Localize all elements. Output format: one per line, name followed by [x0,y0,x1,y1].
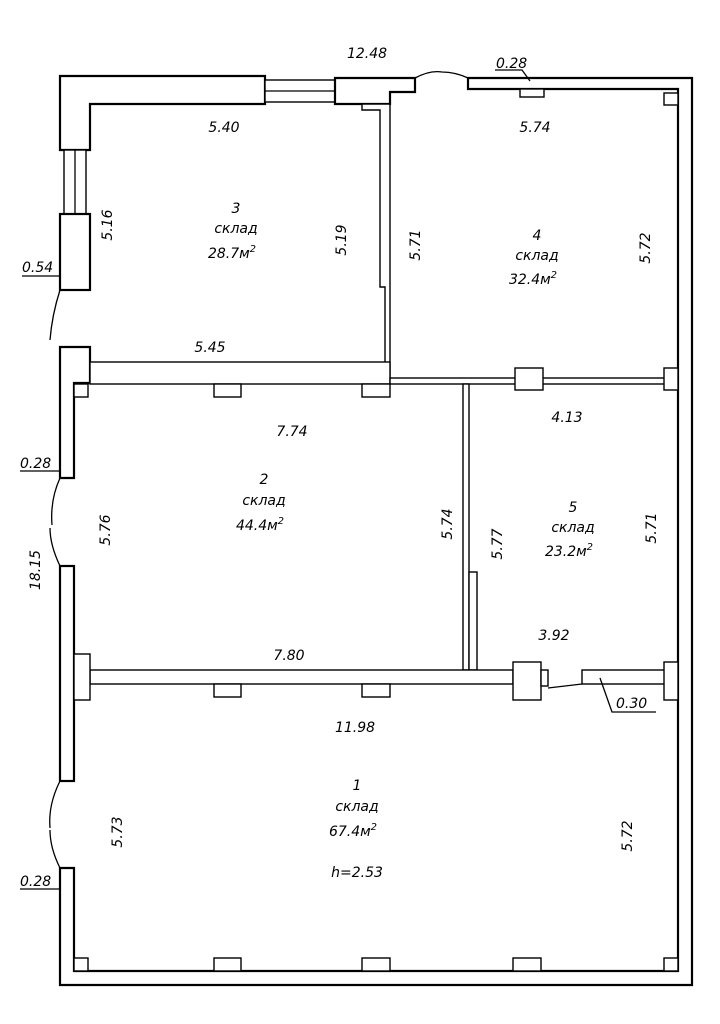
leader-0-30 [599,677,656,713]
niche [361,683,391,698]
room-5-area: 23.2м2 [545,542,593,560]
dim-r1-top: 11.98 [335,720,375,736]
dim-r2-right: 5.74 [440,508,456,539]
niche [213,683,242,698]
niche [663,957,679,972]
room-4-number: 4 [533,228,542,244]
door-arc-mid [547,683,583,689]
door-arc-left-4 [49,780,61,829]
partition-3-2 [89,361,391,385]
column [663,661,679,701]
column [512,661,542,701]
partition-2-5 [462,383,470,671]
column [73,653,91,701]
dim-r4-right: 5.72 [638,232,654,263]
dim-r4-left: 5.71 [408,229,424,260]
dim-r3-bottom: 5.45 [194,340,225,356]
outer-wall-top-mid [333,76,417,106]
dim-r2-top: 7.74 [276,424,307,440]
dim-overall-left: 18.15 [28,550,44,590]
outer-wall-left-mid [58,345,92,480]
room-1-height: h=2.53 [331,865,383,881]
partition-2-1 [89,669,514,685]
room-3-number: 3 [232,201,241,217]
dim-wall-left-mid: 0.28 [20,456,51,472]
dim-wall-top-right: 0.28 [496,56,527,72]
room-1-type: склад [335,799,378,815]
dim-r2-bottom: 7.80 [273,648,304,664]
dim-r3-top: 5.40 [208,120,239,136]
dim-r5-right: 5.71 [644,512,660,543]
door-arc-left-3 [49,527,61,567]
door-arc-left-2 [51,477,61,526]
dim-r5-top: 4.13 [551,410,582,426]
niche [73,383,89,398]
outer-wall-left-long [58,564,76,783]
dim-wall-left-top: 0.54 [22,260,53,276]
room-1-area: 67.4м2 [329,822,377,840]
outer-wall-left-upper [58,212,92,292]
room-2-type: склад [242,493,285,509]
column [540,669,549,687]
niche [361,957,391,972]
door-arc-top [414,70,469,79]
dim-r4-top: 5.74 [519,120,550,136]
room-4-type: склад [515,248,558,264]
door-arc-left-1 [49,289,61,341]
door-arc-left-5 [49,829,61,869]
niche [361,383,391,398]
dim-r5-left: 5.77 [490,528,506,559]
niche [512,957,542,972]
column [514,367,544,391]
room-5-number: 5 [569,500,578,516]
dim-overall-top: 12.48 [347,46,387,62]
dim-r5-bottom: 3.92 [538,628,569,644]
room-1-number: 1 [353,778,362,794]
niche [213,957,242,972]
niche [519,88,545,98]
niche [213,383,242,398]
room-4-area: 32.4м2 [509,270,557,288]
dim-partition: 0.30 [616,696,647,712]
dim-r3-right: 5.19 [334,224,350,255]
room-3-area: 28.7м2 [208,244,256,262]
dim-r1-right: 5.72 [620,820,636,851]
dim-r3-left: 5.16 [100,209,116,240]
leader-0-28-top [495,69,531,82]
partition-3-4 [361,103,391,379]
room-2-number: 2 [260,472,269,488]
room-2-area: 44.4м2 [236,516,284,534]
dim-r1-left: 5.73 [110,816,126,847]
room-3-type: склад [214,221,257,237]
niche [73,957,89,972]
column [663,92,679,106]
outer-wall-top-left [58,74,267,152]
column [663,367,679,391]
room-5-type: склад [551,520,594,536]
partition-2-5-inner [468,571,478,671]
dim-wall-left-bottom: 0.28 [20,874,51,890]
outer-wall-right-bottom [58,76,694,987]
dim-r2-left: 5.76 [98,514,114,545]
